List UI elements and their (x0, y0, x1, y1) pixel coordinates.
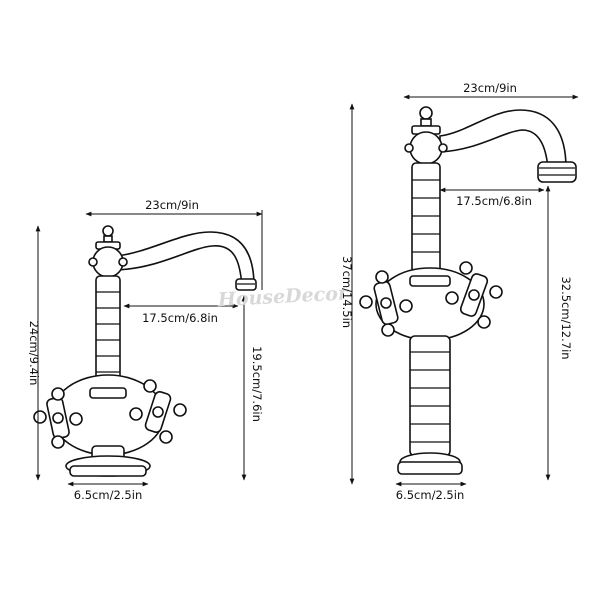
right-spout-reach-label: 17.5cm/6.8in (456, 194, 532, 208)
left-spout (116, 231, 255, 287)
right-spout-tip (537, 161, 577, 183)
right-spout (439, 109, 567, 169)
left-finial-knob (102, 225, 114, 237)
right-faucet-cold-handle (359, 270, 413, 337)
right-dimension-lines (349, 94, 579, 487)
left-dimension-lines (35, 210, 263, 487)
right-top-sphere (409, 131, 443, 165)
right-spout-width-label: 23cm/9in (463, 81, 517, 95)
left-body-column (95, 275, 121, 389)
left-spout-height-label: 19.5cm/7.6in (250, 346, 264, 422)
right-spout-height-label: 32.5cm/12.7in (559, 276, 573, 359)
right-base-diameter-label: 6.5cm/2.5in (396, 488, 464, 502)
right-faucet-drawing (359, 106, 577, 475)
left-faucet-drawing (33, 225, 257, 477)
left-faucet-hot-handle (129, 379, 187, 444)
right-faucet-hot-handle (445, 261, 503, 329)
left-base-diameter-label: 6.5cm/2.5in (74, 488, 142, 502)
right-total-height-label: 37cm/14.5in (340, 256, 354, 328)
right-lower-column (409, 335, 451, 457)
left-total-height-label: 24cm/9.4in (27, 321, 41, 386)
right-finial-knob (419, 106, 433, 120)
left-spout-reach-label: 17.5cm/6.8in (142, 311, 218, 325)
left-spout-width-label: 23cm/9in (145, 198, 199, 212)
